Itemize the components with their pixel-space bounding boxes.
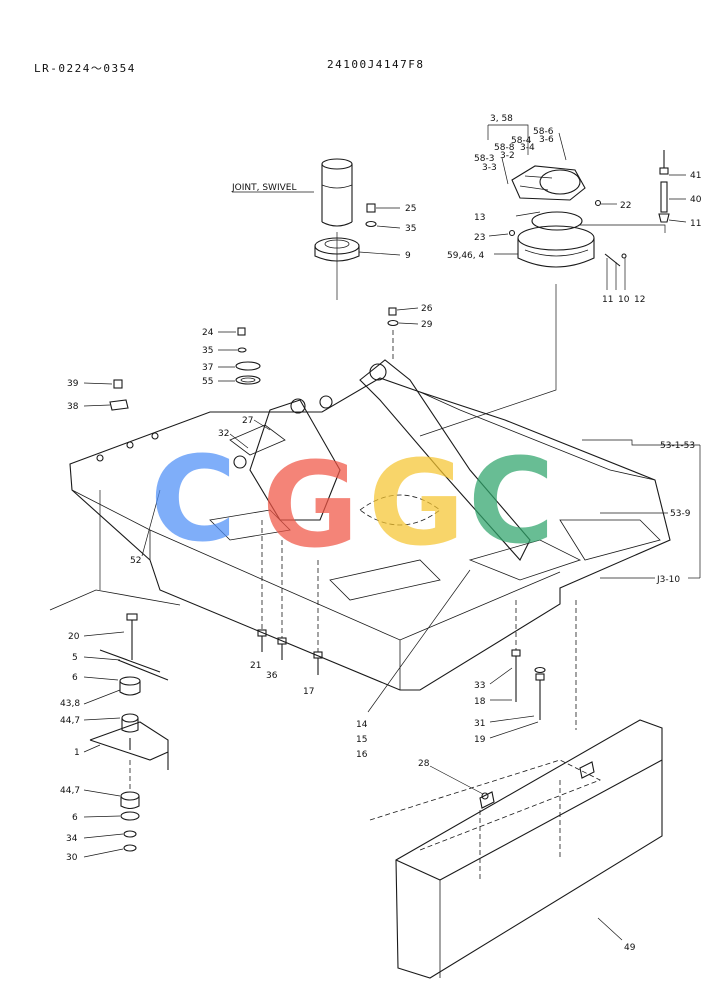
callout-41: 41 xyxy=(690,171,701,181)
callout-3-2: 3-2 xyxy=(500,151,515,161)
callout-53-10: J3-10 xyxy=(656,575,680,585)
callout-53-9: 53-9 xyxy=(670,509,691,519)
callout-5: 5 xyxy=(72,653,78,663)
callout-11-motor: 11 xyxy=(602,295,613,305)
callout-10: 10 xyxy=(618,295,630,305)
callout-26: 26 xyxy=(421,304,433,314)
callout-12: 12 xyxy=(634,295,645,305)
callout-11-rod: 11 xyxy=(690,219,701,229)
callout-27: 27 xyxy=(242,416,253,426)
callout-24: 24 xyxy=(202,328,214,338)
callout-53-1-53: 53-1-53 xyxy=(660,441,695,451)
part-9-washer xyxy=(314,237,401,262)
callout-23: 23 xyxy=(474,233,485,243)
callout-3-3: 3-3 xyxy=(482,163,497,173)
callout-44-7-upper: 44,7 xyxy=(60,716,80,726)
callout-3-58: 3, 58 xyxy=(490,114,513,124)
part-49-counterweight xyxy=(369,719,663,979)
swing-motor-assembly xyxy=(487,124,666,290)
part-38-39 xyxy=(83,379,129,411)
callout-55: 55 xyxy=(202,377,213,387)
cab-mount-detail xyxy=(49,490,181,858)
callout-9: 9 xyxy=(405,251,411,261)
callout-16: 16 xyxy=(356,750,368,760)
callout-18: 18 xyxy=(474,697,486,707)
swivel-joint: JOINT, SWIVEL xyxy=(231,158,353,300)
callout-3-6: 3-6 xyxy=(539,135,554,145)
callout-35-left: 35 xyxy=(202,346,213,356)
callout-36: 36 xyxy=(266,671,278,681)
callout-44-7-lower: 44,7 xyxy=(60,786,80,796)
serial-range-header: LR-0224～0354 xyxy=(34,62,136,75)
callout-34: 34 xyxy=(66,834,78,844)
callout-58-8: 58-8 xyxy=(494,143,515,153)
callout-6-upper: 6 xyxy=(72,673,78,683)
callout-49: 49 xyxy=(624,943,636,953)
callout-25: 25 xyxy=(405,204,416,214)
callout-15: 15 xyxy=(356,735,367,745)
callout-58-6: 58-6 xyxy=(533,127,554,137)
callout-43-8: 43,8 xyxy=(60,699,80,709)
frame-bottom-bolts xyxy=(257,520,323,675)
callout-19: 19 xyxy=(474,735,486,745)
callout-29: 29 xyxy=(421,320,433,330)
callout-58-3: 58-3 xyxy=(474,154,494,164)
part-25-bolt xyxy=(365,203,401,229)
callout-1: 1 xyxy=(74,748,80,758)
watermark: C G G C xyxy=(150,430,555,574)
watermark-letter-1: C xyxy=(150,430,237,568)
callout-58-4: 58-4 xyxy=(511,136,532,146)
callout-38: 38 xyxy=(67,402,79,412)
callout-59-46-4: 59,46, 4 xyxy=(447,251,484,261)
drawing-number-header: 24100J4147F8 xyxy=(327,58,425,71)
callout-6-lower: 6 xyxy=(72,813,78,823)
callout-32: 32 xyxy=(218,429,229,439)
watermark-letter-2: G xyxy=(262,436,359,574)
callout-17: 17 xyxy=(303,687,314,697)
callout-40: 40 xyxy=(690,195,702,205)
callout-52: 52 xyxy=(130,556,141,566)
callout-39: 39 xyxy=(67,379,79,389)
callout-22: 22 xyxy=(620,201,631,211)
callout-35-upper: 35 xyxy=(405,224,416,234)
part-40-41-rod xyxy=(658,150,687,223)
callout-14: 14 xyxy=(356,720,368,730)
callout-28: 28 xyxy=(418,759,430,769)
watermark-letter-3: G xyxy=(368,434,465,572)
callout-20: 20 xyxy=(68,632,80,642)
callout-31: 31 xyxy=(474,719,485,729)
callout-13: 13 xyxy=(474,213,485,223)
upper-frame xyxy=(69,284,701,691)
callout-30: 30 xyxy=(66,853,78,863)
callout-37: 37 xyxy=(202,363,213,373)
callout-33: 33 xyxy=(474,681,485,691)
counterweight-bolts xyxy=(489,600,577,739)
callout-21: 21 xyxy=(250,661,261,671)
subassembly-label-swivel-joint: JOINT, SWIVEL xyxy=(231,183,296,193)
callout-3-4: 3-4 xyxy=(520,143,535,153)
part-24-37-55-stack xyxy=(218,327,261,385)
watermark-letter-4: C xyxy=(468,432,555,570)
part-26-bolt xyxy=(387,307,419,360)
